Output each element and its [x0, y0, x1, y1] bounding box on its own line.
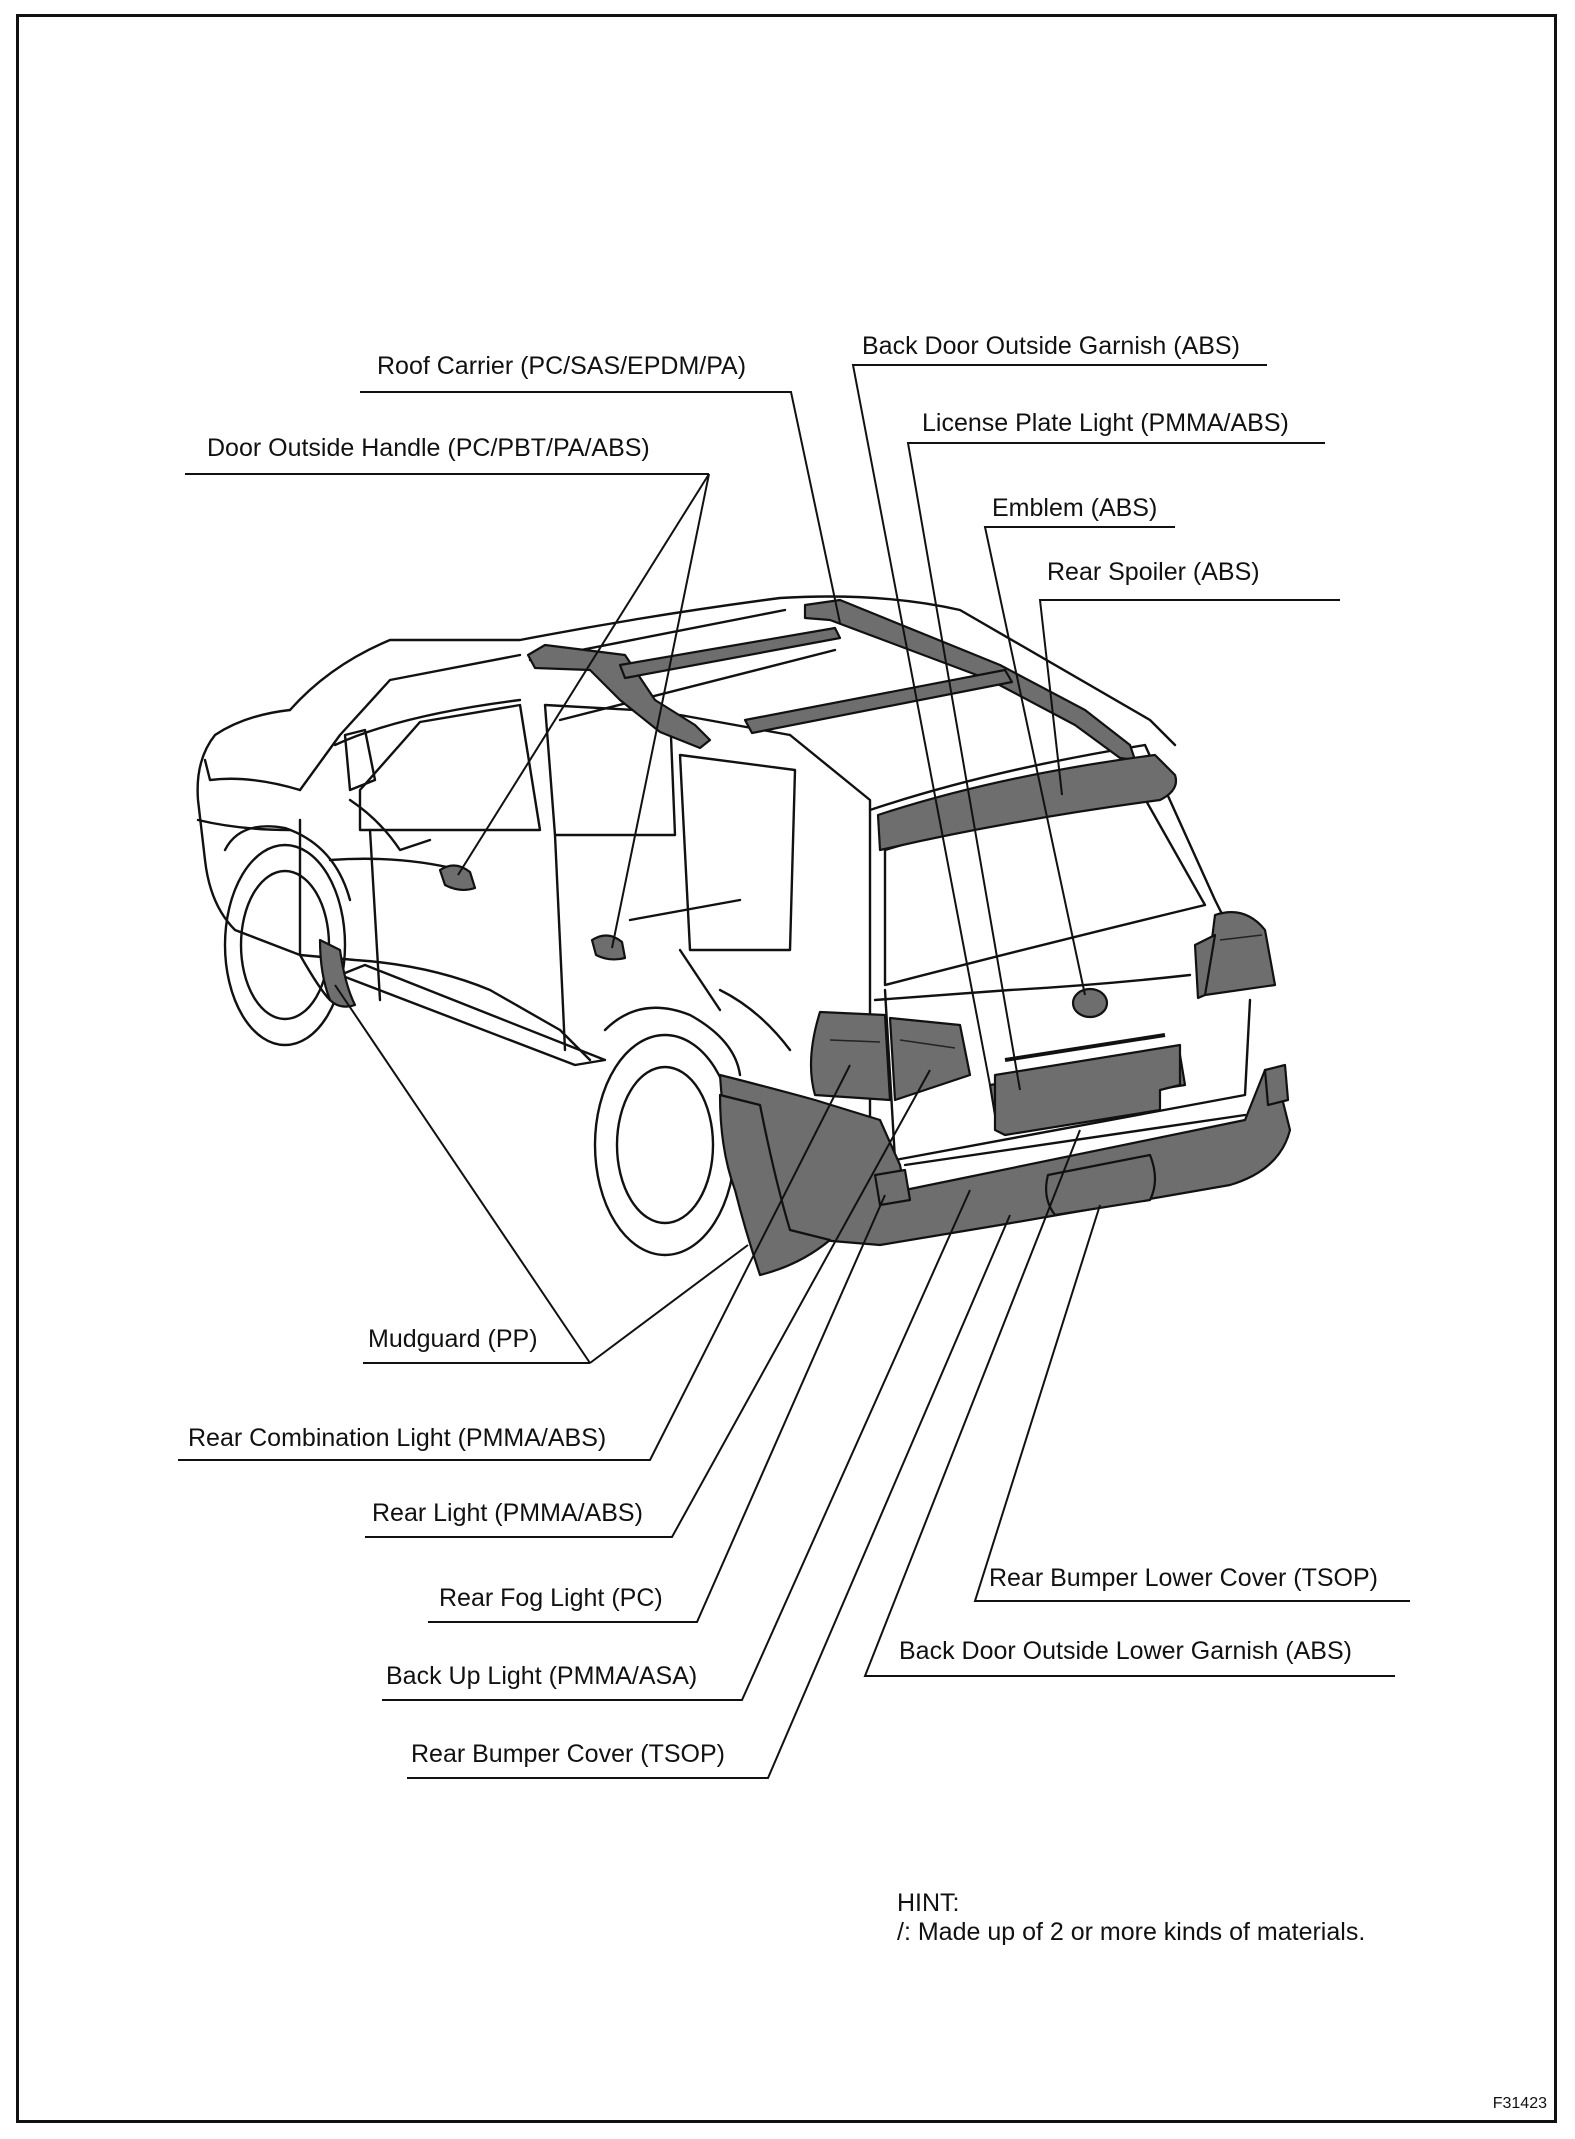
label-rear-bumper-lower-cover: Rear Bumper Lower Cover (TSOP) — [989, 1564, 1379, 1592]
label-license-plate-light: License Plate Light (PMMA/ABS) — [922, 409, 1289, 437]
label-back-up-light: Back Up Light (PMMA/ASA) — [386, 1662, 698, 1690]
roof-carrier-crossbar-front — [618, 626, 842, 680]
door-handle-front-shape — [438, 864, 477, 892]
emblem-shape — [1071, 987, 1109, 1019]
highlighted-parts — [318, 598, 1292, 1277]
rear-spoiler-shape — [876, 753, 1178, 852]
roof-carrier-crossbar-rear — [743, 668, 1014, 735]
hint-title: HINT: — [897, 1889, 960, 1917]
label-back-door-outside-garnish: Back Door Outside Garnish (ABS) — [862, 332, 1240, 360]
label-rear-combination-light: Rear Combination Light (PMMA/ABS) — [188, 1424, 607, 1452]
rear-combination-light-shape — [809, 1010, 892, 1102]
rear-light-shape — [888, 1016, 972, 1102]
mudguard-front-shape — [318, 938, 357, 1008]
back-door-lower-garnish-shape — [993, 1043, 1182, 1137]
label-mudguard: Mudguard (PP) — [368, 1325, 538, 1353]
hint-text: /: Made up of 2 or more kinds of materia… — [897, 1918, 1366, 1946]
label-door-outside-handle: Door Outside Handle (PC/PBT/PA/ABS) — [207, 434, 650, 462]
back-up-light-shape — [1263, 1063, 1290, 1107]
rear-combination-light-right-shape — [1203, 911, 1277, 997]
label-roof-carrier: Roof Carrier (PC/SAS/EPDM/PA) — [377, 352, 747, 380]
label-rear-spoiler: Rear Spoiler (ABS) — [1047, 558, 1260, 586]
label-emblem: Emblem (ABS) — [992, 494, 1158, 522]
diagram-frame — [16, 14, 1557, 2123]
figure-id: F31423 — [1492, 2095, 1547, 2112]
rear-fog-light-shape — [873, 1168, 912, 1207]
leader-lines — [178, 364, 1410, 1779]
rear-bumper-lower-cover-shape — [1045, 1153, 1157, 1217]
rear-light-right-shape — [1193, 933, 1217, 1000]
label-rear-light: Rear Light (PMMA/ABS) — [372, 1499, 643, 1527]
roof-carrier-rail-left — [526, 643, 712, 750]
mudguard-rear-shape — [718, 1093, 832, 1277]
label-rear-fog-light: Rear Fog Light (PC) — [439, 1584, 663, 1612]
label-rear-bumper-cover: Rear Bumper Cover (TSOP) — [411, 1740, 725, 1768]
label-back-door-outside-lower-garnish: Back Door Outside Lower Garnish (ABS) — [899, 1637, 1352, 1665]
door-handle-rear-shape — [590, 934, 627, 961]
garnish-lettering — [1004, 1033, 1166, 1062]
hint-block: HINT: /: Made up of 2 or more kinds of m… — [897, 1889, 1365, 1947]
